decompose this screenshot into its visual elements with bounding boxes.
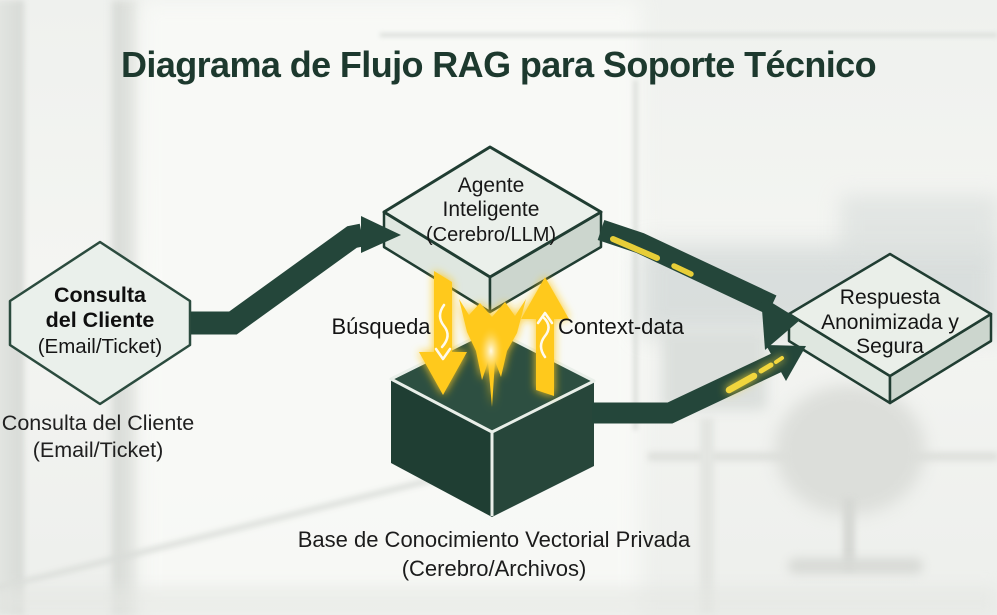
arrow-squiggles	[434, 303, 554, 361]
arrow-base-to-respuesta	[592, 352, 783, 424]
node-respuesta-label: Respuesta Anonimizada y Segura	[820, 286, 960, 360]
busqueda-arrow-shaft	[434, 271, 452, 353]
flow-arrow-dashes	[610, 236, 784, 394]
respuesta-face-top	[787, 252, 993, 378]
node-consulta-label: Consulta del Cliente (Email/Ticket)	[38, 283, 163, 359]
consulta-label-text: Consulta del Cliente	[45, 283, 155, 333]
arrowhead-consulta-to-agente	[361, 216, 401, 253]
context-arrow-head	[521, 277, 569, 319]
dash-base-respuesta-2	[758, 362, 774, 374]
context-data-edge-label: Context-data	[558, 314, 684, 339]
page-title: Diagrama de Flujo RAG para Soporte Técni…	[121, 44, 877, 85]
arrowhead-agente-to-respuesta	[761, 296, 800, 350]
arrowhead-base-to-respuesta	[766, 345, 806, 381]
background-chair-pole	[843, 498, 855, 570]
node-agente-label: Agente Inteligente (Cerebro/LLM)	[426, 174, 556, 248]
busqueda-edge-label: Búsqueda	[331, 314, 431, 339]
base-caption-line1: Base de Conocimiento Vectorial Privada	[297, 527, 691, 552]
energy-flame-core	[478, 326, 504, 376]
arrow-consulta-to-agente	[191, 223, 365, 335]
node-agente-box	[382, 145, 603, 314]
arrow-agente-to-respuesta	[597, 220, 777, 315]
cube-face-right	[492, 381, 594, 517]
background-view-band-2	[840, 195, 997, 255]
consulta-caption-line2: (Email/Ticket)	[32, 438, 164, 463]
consulta-caption: Consulta del Cliente (Email/Ticket)	[2, 410, 194, 464]
consulta-sublabel-text: (Email/Ticket)	[37, 334, 163, 358]
background-chair-base	[788, 558, 923, 574]
node-consulta-hexagon	[8, 240, 192, 406]
agente-sublabel-text: (Cerebro/LLM)	[425, 224, 557, 247]
dash-base-respuesta-1	[725, 372, 758, 394]
background-desk-leg	[700, 418, 714, 613]
agente-label-text: Agente Inteligente	[442, 174, 540, 222]
background-office-chair	[775, 385, 925, 515]
background-ceiling-line	[380, 33, 997, 37]
busqueda-arrow-head	[419, 352, 467, 395]
consulta-caption-line1: Consulta del Cliente	[1, 411, 195, 435]
agente-face-top	[382, 145, 603, 279]
context-squiggle	[539, 315, 550, 359]
base-caption-line2: (Cerebro/Archivos)	[401, 555, 587, 581]
dash-agente-respuesta-1	[610, 236, 660, 261]
context-squiggle-chevron	[536, 311, 554, 325]
cube-face-left	[391, 379, 492, 517]
base-conocimiento-caption: Base de Conocimiento Vectorial Privada (…	[298, 526, 691, 583]
busqueda-squiggle	[438, 303, 449, 349]
dash-agente-respuesta-2	[671, 263, 694, 277]
respuesta-label-text: Respuesta Anonimizada y Segura	[821, 286, 959, 359]
background-floor-shadow	[0, 586, 997, 615]
background-wall-frame-line	[633, 80, 638, 430]
busqueda-squiggle-chevron	[434, 347, 452, 361]
dash-base-respuesta-3	[774, 356, 784, 364]
node-respuesta-box	[787, 252, 993, 405]
